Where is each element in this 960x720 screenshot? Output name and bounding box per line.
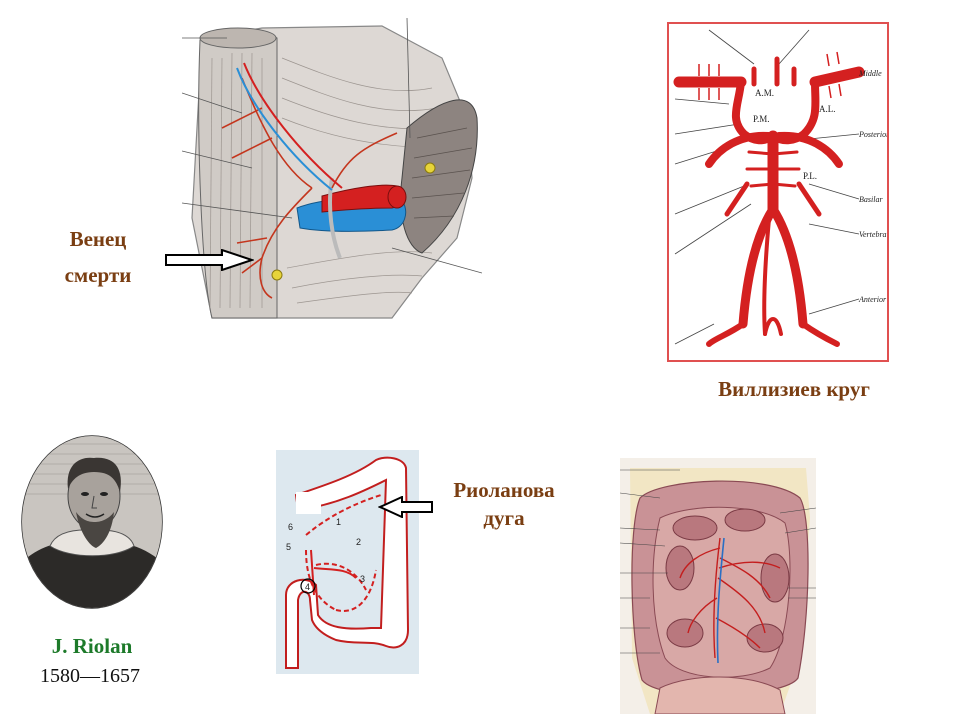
willis-label-posterior: Posterior: [858, 130, 887, 139]
mesentery-illustration: [620, 458, 816, 714]
circle-of-willis-label: Виллизиев круг: [718, 377, 870, 401]
willis-label-middle: Middle: [858, 69, 882, 78]
willis-label-anterior: Anterior: [858, 295, 887, 304]
riolan-name: J. Riolan: [51, 634, 133, 658]
willis-label-vertebral: Vertebral: [859, 230, 887, 239]
colon-segment-2: 1: [336, 517, 341, 527]
circle-of-willis-diagram: A.M. P.M. A.L. P.L. Middle Posterior Bas…: [667, 22, 889, 362]
riolan-arc-label-line1: Риоланова: [453, 478, 555, 502]
willis-label-am: A.M.: [755, 88, 774, 98]
corona-mortis-label-line1: Венец: [69, 227, 127, 251]
corona-arrow-icon: [164, 249, 254, 271]
willis-label-pl: P.L.: [803, 171, 817, 181]
willis-label-al: A.L.: [819, 104, 836, 114]
colon-segment-6: 6: [288, 522, 293, 532]
corona-mortis-label-line2: смерти: [64, 263, 132, 287]
corona-mortis-illustration: [182, 18, 482, 323]
colon-segment-1: 2: [356, 537, 361, 547]
colon-riolan-arc-diagram: 2 3 4 5 6 1: [276, 450, 419, 674]
riolan-arc-arrow-icon: [378, 496, 434, 518]
colon-segment-3: 3: [360, 574, 365, 584]
colon-segment-4: 4: [305, 582, 310, 592]
riolan-arc-label-line2: дуга: [483, 506, 525, 530]
riolan-portrait: [20, 434, 164, 610]
willis-label-basilar: Basilar: [859, 195, 883, 204]
colon-segment-5: 5: [286, 542, 291, 552]
riolan-years: 1580—1657: [40, 665, 140, 687]
willis-label-pm: P.M.: [753, 114, 770, 124]
